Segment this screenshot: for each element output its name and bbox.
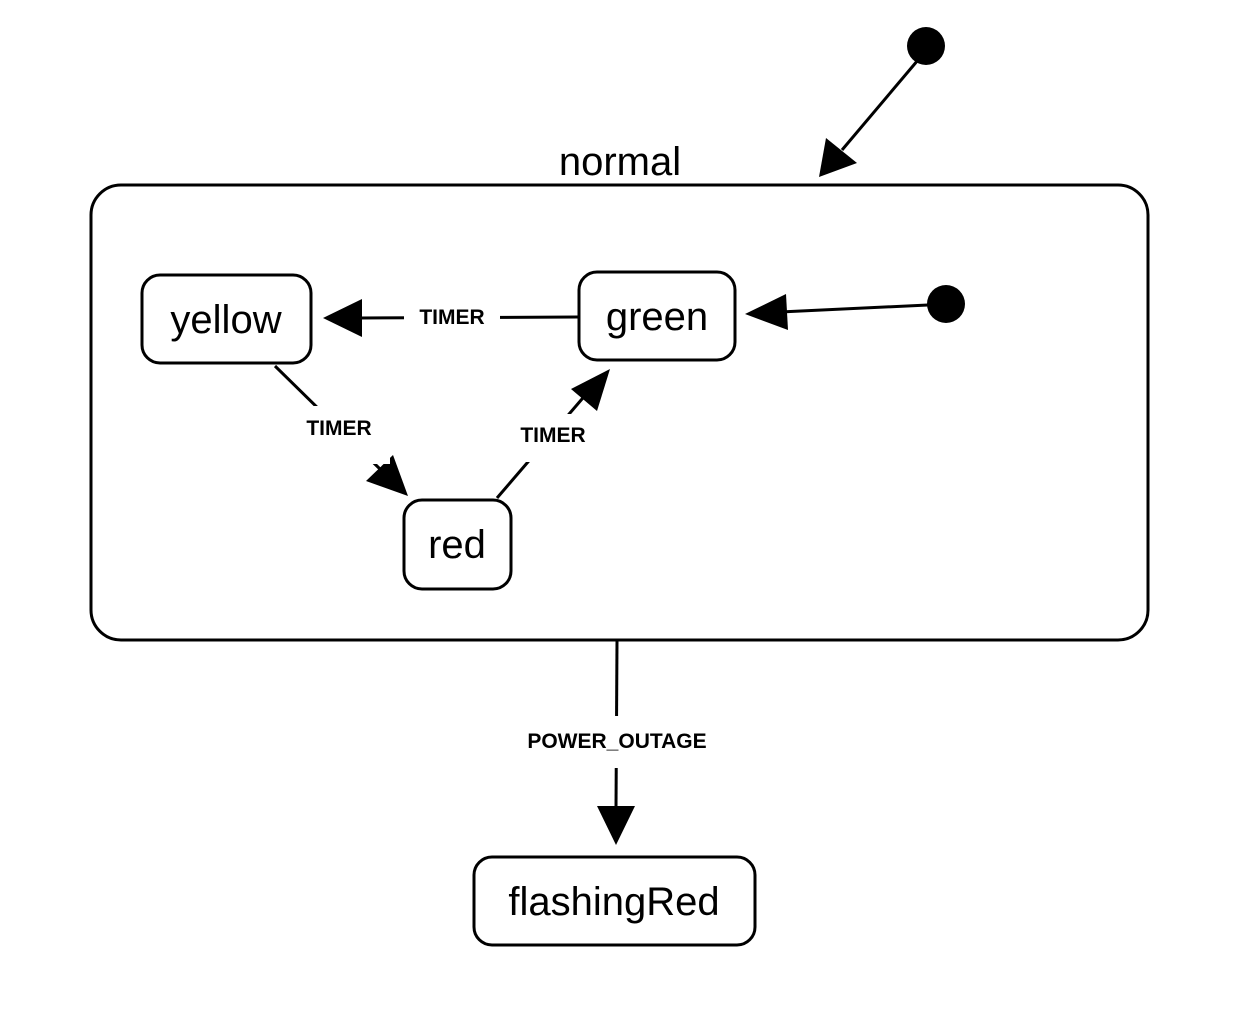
composite-state-normal-label: normal xyxy=(559,140,681,184)
state-red-label: red xyxy=(428,523,486,567)
transition-yellow-to-red-label: TIMER xyxy=(306,417,371,440)
transition-normal-to-flashingRed-label: POWER_OUTAGE xyxy=(527,730,706,753)
composite-state-normal[interactable] xyxy=(89,183,1150,642)
inner-initial-state-dot xyxy=(927,285,965,323)
state-flashingRed-label: flashingRed xyxy=(508,880,719,924)
transition-red-to-green-label: TIMER xyxy=(520,424,585,447)
transition-normal-to-flashingRed-arrowhead xyxy=(597,806,635,845)
state-yellow[interactable]: yellow xyxy=(140,273,313,365)
transition-green-to-yellow[interactable]: TIMER xyxy=(323,299,579,337)
state-flashingRed[interactable]: flashingRed xyxy=(472,855,757,947)
state-green-label: green xyxy=(606,295,708,339)
transition-normal-to-flashingRed[interactable]: POWER_OUTAGE xyxy=(512,640,722,845)
transition-red-to-green-arrowhead xyxy=(571,369,610,411)
state-red[interactable]: red xyxy=(402,498,513,591)
transition-yellow-to-red-arrowhead xyxy=(366,455,408,496)
transition-green-to-yellow-label: TIMER xyxy=(419,306,484,329)
inner-initial-transition-line xyxy=(779,303,929,314)
transition-red-to-green[interactable]: TIMER xyxy=(495,369,610,499)
state-yellow-label: yellow xyxy=(170,298,281,342)
transition-yellow-to-red[interactable]: TIMER xyxy=(273,364,408,496)
outer-initial-state-dot xyxy=(907,27,945,65)
outer-initial-transition-arrowhead xyxy=(819,138,857,177)
inner-initial-transition-arrowhead xyxy=(745,294,788,330)
outer-initial-transition-line xyxy=(840,59,920,151)
state-green[interactable]: green xyxy=(577,270,737,362)
transition-green-to-yellow-arrowhead xyxy=(323,299,362,337)
